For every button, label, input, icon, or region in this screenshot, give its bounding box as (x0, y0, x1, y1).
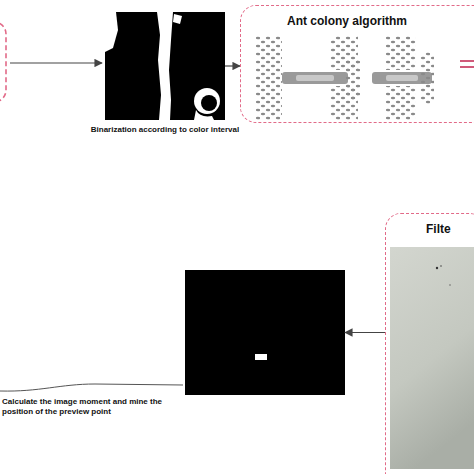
moment-image (185, 270, 345, 395)
text-group: Calculate the image moment and mine the … (2, 397, 182, 417)
text-group: Ant colony algorithm (287, 14, 407, 28)
process-box: Filte (385, 213, 474, 474)
text-group: Filte (426, 222, 451, 236)
image-caption: Calculate the image moment and mine the … (2, 397, 182, 417)
image-caption: Binarization according to color interval (55, 125, 275, 135)
curve-line (0, 384, 183, 391)
partial-arrow (460, 61, 474, 67)
process-box: Ant colony algorithm (240, 5, 474, 123)
partial-box (0, 22, 6, 102)
image-node: Calculate the image moment and mine the … (185, 270, 345, 395)
box-title: Filte (426, 222, 451, 236)
arrow-connector (345, 332, 385, 333)
image-node: Binarization according to color interval (105, 12, 225, 120)
filtered-photo (390, 247, 474, 469)
arrow-line (10, 62, 102, 63)
box-title: Ant colony algorithm (287, 14, 407, 28)
arrow-connector (225, 65, 240, 66)
text-group: Binarization according to color interval (55, 125, 275, 135)
binarized-image (105, 12, 225, 120)
ant-colony-illustration (256, 36, 434, 120)
